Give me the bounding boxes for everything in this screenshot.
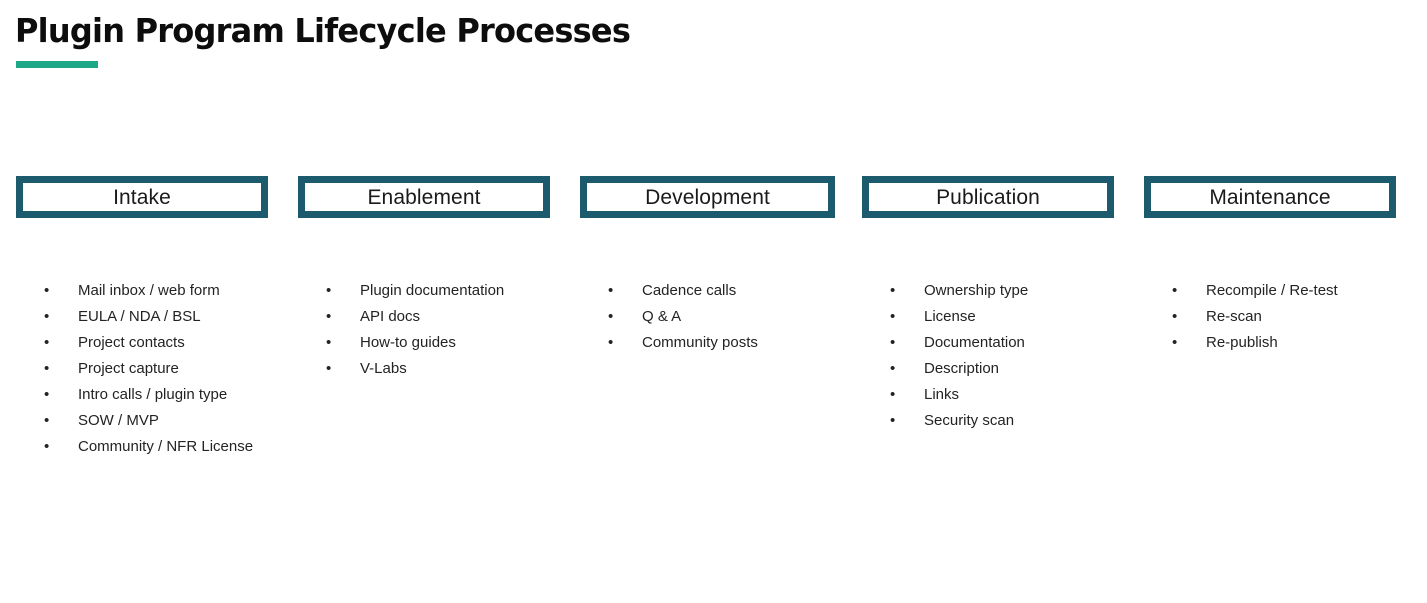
list-item-label: Community posts <box>642 334 758 351</box>
lifecycle-column-enablement: Enablement • Plugin documentation • API … <box>298 176 550 377</box>
bullet-list-enablement: • Plugin documentation • API docs • How-… <box>310 278 610 382</box>
lifecycle-column-maintenance: Maintenance • Recompile / Re-test • Re-s… <box>1144 176 1396 351</box>
bullet-point-icon: • <box>44 412 50 429</box>
bullet-list-maintenance: • Recompile / Re-test • Re-scan • Re-pub… <box>1156 278 1427 356</box>
list-item: • Links <box>874 382 1174 408</box>
bullet-list-intake: • Mail inbox / web form • EULA / NDA / B… <box>28 278 328 460</box>
list-item-label: Ownership type <box>924 282 1029 299</box>
list-item-label: Q & A <box>642 308 682 325</box>
bullet-point-icon: • <box>608 308 614 325</box>
bullet-point-icon: • <box>1172 282 1178 299</box>
list-item-label: SOW / MVP <box>78 412 159 429</box>
lifecycle-columns: Intake • Mail inbox / web form • EULA / … <box>0 176 1427 476</box>
list-item: • Project contacts <box>28 330 328 356</box>
list-item: • SOW / MVP <box>28 408 328 434</box>
list-item: • Re-publish <box>1156 330 1427 356</box>
list-item-label: Mail inbox / web form <box>78 282 220 299</box>
bullet-point-icon: • <box>326 360 332 377</box>
bullet-point-icon: • <box>890 386 896 403</box>
list-item: • Recompile / Re-test <box>1156 278 1427 304</box>
list-item-label: EULA / NDA / BSL <box>78 308 201 325</box>
list-item: • Security scan <box>874 408 1174 434</box>
bullet-point-icon: • <box>44 360 50 377</box>
lifecycle-column-publication: Publication • Ownership type • License •… <box>862 176 1114 429</box>
list-item: • Ownership type <box>874 278 1174 304</box>
list-item: • Mail inbox / web form <box>28 278 328 304</box>
list-item-label: Project contacts <box>78 334 185 351</box>
list-item-label: Project capture <box>78 360 179 377</box>
phase-header-label: Enablement <box>367 185 481 209</box>
list-item-label: Recompile / Re-test <box>1206 282 1338 299</box>
list-item-label: Cadence calls <box>642 282 737 299</box>
bullet-point-icon: • <box>44 334 50 351</box>
list-item: • Intro calls / plugin type <box>28 382 328 408</box>
bullet-point-icon: • <box>890 360 896 377</box>
bullet-point-icon: • <box>44 438 50 455</box>
list-item: • Project capture <box>28 356 328 382</box>
list-item: • How-to guides <box>310 330 610 356</box>
list-item-label: Documentation <box>924 334 1025 351</box>
bullet-point-icon: • <box>890 282 896 299</box>
bullet-point-icon: • <box>326 334 332 351</box>
bullet-point-icon: • <box>890 334 896 351</box>
list-item: • Cadence calls <box>592 278 892 304</box>
list-item: • API docs <box>310 304 610 330</box>
bullet-point-icon: • <box>1172 334 1178 351</box>
list-item: • Documentation <box>874 330 1174 356</box>
list-item-label: Links <box>924 386 960 403</box>
list-item-label: API docs <box>360 308 421 325</box>
list-item-label: V-Labs <box>360 360 407 377</box>
bullet-point-icon: • <box>326 282 332 299</box>
phase-header-label: Intake <box>113 185 171 209</box>
list-item: • V-Labs <box>310 356 610 382</box>
list-item-label: Re-scan <box>1206 308 1262 325</box>
list-item-label: License <box>924 308 976 325</box>
bullet-list-publication: • Ownership type • License • Documentati… <box>874 278 1174 434</box>
bullet-point-icon: • <box>44 308 50 325</box>
bullet-point-icon: • <box>890 308 896 325</box>
phase-header-box-maintenance[interactable]: Maintenance <box>1144 176 1396 218</box>
list-item-label: Community / NFR License <box>78 438 254 455</box>
page-title: Plugin Program Lifecycle Processes <box>15 11 631 50</box>
list-item: • Community posts <box>592 330 892 356</box>
lifecycle-column-intake: Intake • Mail inbox / web form • EULA / … <box>16 176 268 455</box>
bullet-point-icon: • <box>326 308 332 325</box>
list-item: • Plugin documentation <box>310 278 610 304</box>
title-accent-bar <box>16 61 98 68</box>
phase-header-box-enablement[interactable]: Enablement <box>298 176 550 218</box>
list-item-label: Intro calls / plugin type <box>78 386 228 403</box>
bullet-list-development: • Cadence calls • Q & A • Community post… <box>592 278 892 356</box>
list-item: • License <box>874 304 1174 330</box>
phase-header-label: Publication <box>936 185 1040 209</box>
bullet-point-icon: • <box>44 386 50 403</box>
list-item: • Community / NFR License <box>28 434 328 460</box>
list-item: • Description <box>874 356 1174 382</box>
phase-header-box-publication[interactable]: Publication <box>862 176 1114 218</box>
list-item-label: How-to guides <box>360 334 456 351</box>
lifecycle-column-development: Development • Cadence calls • Q & A • Co… <box>580 176 835 351</box>
list-item: • Q & A <box>592 304 892 330</box>
bullet-point-icon: • <box>608 282 614 299</box>
phase-header-box-intake[interactable]: Intake <box>16 176 268 218</box>
list-item-label: Description <box>924 360 1000 377</box>
list-item-label: Re-publish <box>1206 334 1278 351</box>
list-item: • Re-scan <box>1156 304 1427 330</box>
bullet-point-icon: • <box>1172 308 1178 325</box>
list-item: • EULA / NDA / BSL <box>28 304 328 330</box>
list-item-label: Security scan <box>924 412 1015 429</box>
phase-header-label: Maintenance <box>1209 185 1331 209</box>
bullet-point-icon: • <box>44 282 50 299</box>
list-item-label: Plugin documentation <box>360 282 505 299</box>
phase-header-box-development[interactable]: Development <box>580 176 835 218</box>
bullet-point-icon: • <box>890 412 896 429</box>
bullet-point-icon: • <box>608 334 614 351</box>
phase-header-label: Development <box>645 185 770 209</box>
